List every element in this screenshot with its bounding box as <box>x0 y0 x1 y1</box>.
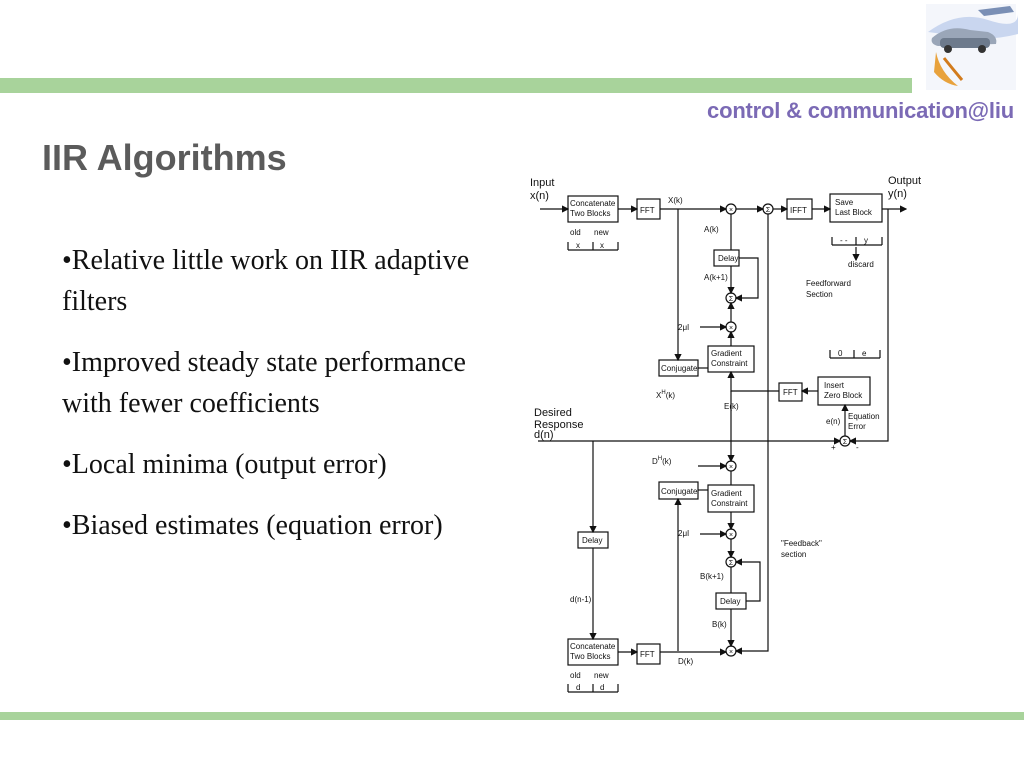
svg-text:Save: Save <box>835 198 854 207</box>
bullet-item: •Local minima (output error) <box>62 449 387 480</box>
iir-block-diagram: Input x(n) Output y(n) Desired Response … <box>530 175 921 693</box>
svg-text:×: × <box>729 649 733 656</box>
svg-text:Σ: Σ <box>843 439 848 446</box>
svg-text:x: x <box>600 241 604 250</box>
svg-text:e: e <box>862 349 867 358</box>
svg-text:Σ: Σ <box>766 207 771 214</box>
svg-text:Gradient: Gradient <box>711 349 742 358</box>
svg-text:Constraint: Constraint <box>711 499 748 508</box>
input-label: Input <box>530 177 554 189</box>
desired-label-1: Desired <box>534 407 572 419</box>
svg-text:0: 0 <box>838 349 843 358</box>
svg-text:×: × <box>729 207 733 214</box>
svg-text:- -: - - <box>840 236 848 245</box>
svg-text:A(k+1): A(k+1) <box>704 273 728 282</box>
svg-text:B(k+1): B(k+1) <box>700 572 724 581</box>
d-cells <box>567 684 619 693</box>
svg-text:Two Blocks: Two Blocks <box>570 652 610 661</box>
bullet-item: •Biased estimates (equation error) <box>62 510 443 541</box>
svg-text:2μI: 2μI <box>678 529 689 538</box>
svg-text:D(k): D(k) <box>678 657 693 666</box>
svg-text:DH(k): DH(k) <box>652 456 672 466</box>
desired-label-2: Response <box>534 419 584 431</box>
svg-text:Σ: Σ <box>729 560 734 567</box>
svg-text:Equation: Equation <box>848 412 880 421</box>
svg-text:Insert: Insert <box>824 381 845 390</box>
svg-text:X(k): X(k) <box>668 196 683 205</box>
svg-text:new: new <box>594 671 609 680</box>
svg-text:Concatenate: Concatenate <box>570 642 616 651</box>
svg-text:Conjugate: Conjugate <box>661 364 698 373</box>
svg-text:y: y <box>864 236 868 245</box>
svg-text:"Feedback": "Feedback" <box>781 539 822 548</box>
svg-text:Section: Section <box>806 290 833 299</box>
svg-text:old: old <box>570 228 581 237</box>
svg-text:B(k): B(k) <box>712 620 727 629</box>
output-label: Output <box>888 175 921 187</box>
svg-text:Σ: Σ <box>729 296 734 303</box>
svg-text:Last Block: Last Block <box>835 208 873 217</box>
svg-text:A(k): A(k) <box>704 225 719 234</box>
svg-text:Constraint: Constraint <box>711 359 748 368</box>
svg-text:Error: Error <box>848 422 866 431</box>
svg-text:E(k): E(k) <box>724 402 739 411</box>
svg-text:2μI: 2μI <box>678 323 689 332</box>
desired-label-3: d(n) <box>534 429 554 441</box>
svg-text:d(n-1): d(n-1) <box>570 595 592 604</box>
svg-text:discard: discard <box>848 260 874 269</box>
svg-text:×: × <box>729 325 733 332</box>
svg-text:FFT: FFT <box>783 388 798 397</box>
x-cells <box>567 242 619 251</box>
car-logo-image <box>926 4 1018 90</box>
bullet-item: •Relative little work on IIR adaptive fi… <box>62 245 470 317</box>
bullet-item: •Improved steady state performance with … <box>62 347 466 419</box>
e-cells <box>829 350 881 359</box>
y-cells <box>831 237 883 246</box>
brand-tagline: control & communication@liu <box>707 98 1014 123</box>
svg-text:Delay: Delay <box>720 597 740 606</box>
input-signal: x(n) <box>530 190 549 202</box>
svg-text:Conjugate: Conjugate <box>661 487 698 496</box>
svg-text:x: x <box>576 241 580 250</box>
svg-text:old: old <box>570 671 581 680</box>
svg-text:section: section <box>781 550 806 559</box>
svg-text:FFT: FFT <box>640 650 655 659</box>
svg-text:d: d <box>600 683 604 692</box>
svg-text:Delay: Delay <box>582 536 602 545</box>
svg-text:d: d <box>576 683 580 692</box>
page-title: IIR Algorithms <box>42 137 287 178</box>
svg-text:XH(k): XH(k) <box>656 390 675 400</box>
svg-text:FFT: FFT <box>640 206 655 215</box>
svg-text:Concatenate: Concatenate <box>570 199 616 208</box>
svg-text:×: × <box>729 464 733 471</box>
svg-text:Feedforward: Feedforward <box>806 279 851 288</box>
svg-text:-: - <box>856 443 859 452</box>
svg-text:IFFT: IFFT <box>790 206 807 215</box>
svg-text:+: + <box>831 443 836 452</box>
svg-text:×: × <box>729 532 733 539</box>
footer-rule <box>0 712 1024 720</box>
svg-text:Two Blocks: Two Blocks <box>570 209 610 218</box>
bullet-list: •Relative little work on IIR adaptive fi… <box>62 240 472 566</box>
svg-text:Gradient: Gradient <box>711 489 742 498</box>
header-rule <box>0 78 912 93</box>
svg-text:Zero Block: Zero Block <box>824 391 863 400</box>
svg-text:Delay: Delay <box>718 254 738 263</box>
output-signal: y(n) <box>888 188 907 200</box>
svg-text:new: new <box>594 228 609 237</box>
svg-text:e(n): e(n) <box>826 417 841 426</box>
